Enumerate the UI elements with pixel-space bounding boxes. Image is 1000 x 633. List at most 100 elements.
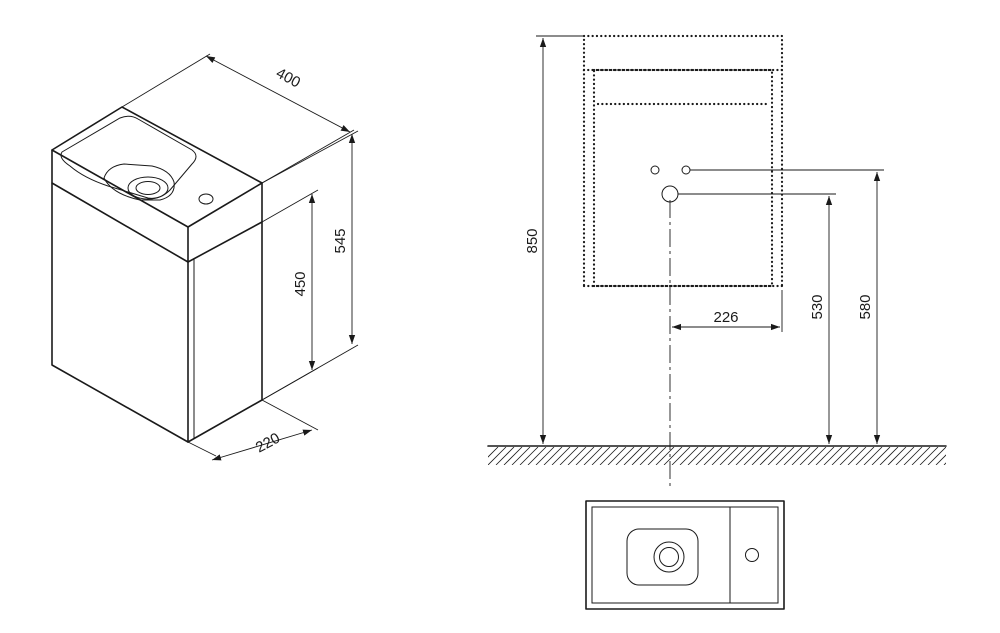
hatch-line: [655, 447, 675, 465]
tap-hole-icon: [198, 193, 214, 205]
dim-line-400: [205, 55, 351, 133]
hatch-line: [647, 447, 667, 465]
cabinet-front-face: [51, 182, 189, 443]
drain-outlet-icon: [661, 185, 679, 203]
basin-front-face: [51, 149, 189, 263]
hatch-line: [935, 454, 946, 465]
supply-hole-left-icon: [650, 165, 660, 175]
floor-hatching: [488, 447, 970, 465]
hatch-line: [663, 447, 683, 465]
hatch-line: [927, 447, 946, 465]
hatch-line: [575, 447, 595, 465]
hatch-line: [791, 447, 811, 465]
hatch-line: [535, 447, 555, 465]
hatch-line: [911, 447, 931, 465]
hatch-line: [839, 447, 859, 465]
hatch-line: [847, 447, 867, 465]
extension-line: [261, 130, 359, 184]
hatch-line: [855, 447, 875, 465]
hatch-line: [759, 447, 779, 465]
hatch-line: [831, 447, 851, 465]
hatch-line: [879, 447, 899, 465]
hatch-line: [799, 447, 819, 465]
dim-label-226: 226: [713, 309, 738, 326]
hatch-line: [743, 447, 763, 465]
hatch-line: [488, 447, 507, 465]
hatch-line: [623, 447, 643, 465]
hatch-line: [871, 447, 891, 465]
hatch-line: [543, 447, 563, 465]
hatch-line: [751, 447, 771, 465]
hatch-line: [719, 447, 739, 465]
hatch-line: [488, 447, 499, 458]
dim-label-545: 545: [332, 228, 349, 253]
basin-bowl-inner: [103, 163, 175, 201]
basin-bowl-top: [626, 528, 699, 586]
hatch-line: [775, 447, 795, 465]
dim-label-220: 220: [253, 430, 283, 457]
drain-ring-icon: [659, 547, 679, 567]
hatch-line: [783, 447, 803, 465]
hatch-line: [527, 447, 547, 465]
isometric-view: 400 545 450 220: [51, 53, 359, 461]
hatch-line: [903, 447, 923, 465]
extension-line: [187, 441, 217, 457]
hatch-line: [735, 447, 755, 465]
hatch-line: [599, 447, 619, 465]
dim-label-580: 580: [857, 294, 874, 319]
extension-line: [261, 189, 319, 223]
hatch-line: [551, 447, 571, 465]
hatch-line: [823, 447, 843, 465]
basin-outline-dotted: [582, 34, 784, 72]
drain-icon: [127, 176, 169, 200]
hatch-line: [607, 447, 627, 465]
extension-line: [261, 129, 355, 184]
extension-line: [261, 399, 319, 431]
hatch-line: [807, 447, 827, 465]
hatch-line: [639, 447, 659, 465]
dim-line-220: [211, 429, 313, 461]
hatch-line: [591, 447, 611, 465]
drain-outer-icon: [653, 541, 685, 573]
hatch-line: [567, 447, 587, 465]
hatch-line: [727, 447, 747, 465]
dim-label-450: 450: [292, 271, 309, 296]
hatch-line: [703, 447, 723, 465]
basin-top-rim: [591, 506, 779, 604]
hatch-line: [503, 447, 523, 465]
top-view: [585, 500, 785, 610]
extension-line: [261, 367, 319, 401]
hatch-line: [495, 447, 515, 465]
hatch-line: [895, 447, 915, 465]
hatch-line: [519, 447, 539, 465]
front-elevation: 850 226 530 580: [487, 34, 970, 490]
hatch-line: [615, 447, 635, 465]
basin-top-outline: [585, 500, 785, 610]
hatch-line: [711, 447, 731, 465]
dim-label-850: 850: [524, 228, 541, 253]
extension-line: [121, 53, 211, 108]
drain-inner-icon: [135, 181, 161, 195]
hatch-line: [943, 462, 946, 465]
cabinet-outline-dotted: [592, 68, 774, 288]
hatch-line: [767, 447, 787, 465]
basin-right-face: [187, 182, 263, 263]
hatch-line: [687, 447, 707, 465]
hatch-line: [559, 447, 579, 465]
hatch-line: [695, 447, 715, 465]
dim-label-400: 400: [273, 65, 303, 92]
hatch-line: [631, 447, 651, 465]
supply-hole-right-icon: [681, 165, 691, 175]
hatch-line: [583, 447, 603, 465]
hatch-line: [919, 447, 939, 465]
hatch-line: [511, 447, 531, 465]
hatch-line: [887, 447, 907, 465]
hatch-line: [671, 447, 691, 465]
hatch-line: [863, 447, 883, 465]
hatch-line: [679, 447, 699, 465]
dim-label-530: 530: [809, 294, 826, 319]
hatch-line: [815, 447, 835, 465]
hatch-line: [952, 447, 970, 465]
